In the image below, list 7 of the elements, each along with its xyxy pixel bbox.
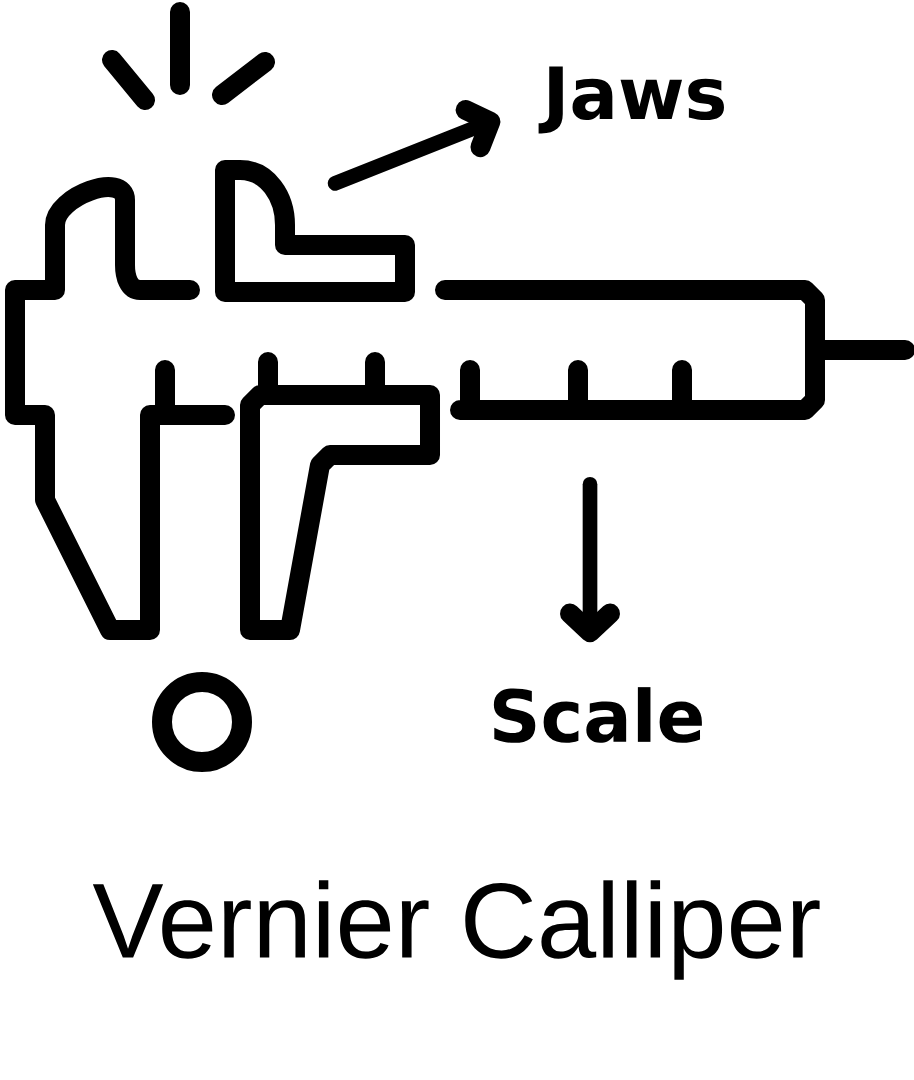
arrow	[560, 476, 620, 643]
caption: Vernier Calliper	[92, 880, 820, 980]
label-text: Jaws	[538, 66, 724, 134]
arrow	[327, 100, 501, 191]
scale-drawing	[435, 280, 914, 420]
label-text: Scale	[493, 687, 702, 743]
jaw-drawing	[215, 160, 415, 302]
